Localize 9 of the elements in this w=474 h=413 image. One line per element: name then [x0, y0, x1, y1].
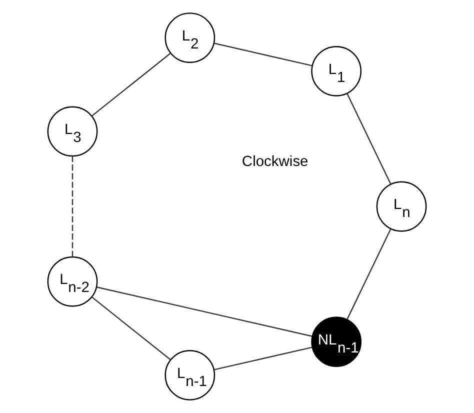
connector	[346, 93, 392, 184]
connector	[214, 346, 312, 370]
connector	[72, 156, 74, 257]
connector	[214, 42, 312, 66]
connector	[96, 286, 312, 337]
label: Clockwise	[242, 154, 308, 170]
connector	[92, 296, 171, 360]
connector	[346, 228, 392, 320]
connector	[92, 52, 171, 116]
